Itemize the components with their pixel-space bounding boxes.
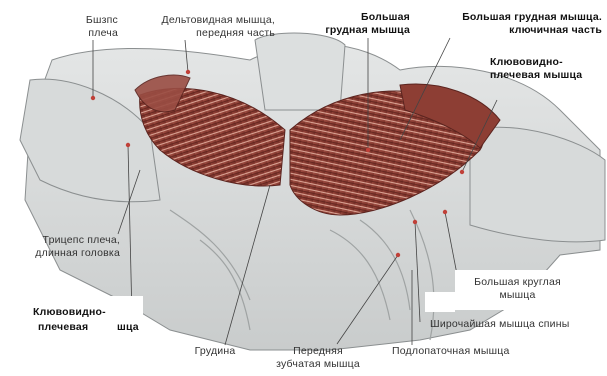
- label-coraco-right-line1: Клювовидно-: [490, 56, 605, 69]
- label-coracobrachialis-left-2: плечевая: [38, 321, 88, 334]
- label-sternum-text: Грудина: [180, 345, 250, 358]
- label-pectoralis-major: Большая грудная мышца: [300, 11, 410, 37]
- label-deltoid-line2: передняя часть: [128, 27, 275, 40]
- label-coracobrachialis-left: Клювовидно-: [33, 306, 106, 319]
- label-pectoralis-clavicular: Большая грудная мышца. ключичная часть: [420, 11, 602, 37]
- label-subscapularis-text: Подлопаточная мышца: [392, 345, 510, 358]
- label-pec-major-line2: грудная мышца: [300, 24, 410, 37]
- label-coraco-left-line2a: плечевая: [38, 321, 88, 334]
- label-teres-major: Большая круглая мышца: [455, 276, 580, 302]
- label-triceps-line1: Трицепс плеча,: [4, 234, 120, 247]
- label-latissimus-dorsi: Широчайшая мышца спины: [430, 318, 570, 331]
- label-latissimus-text: Широчайшая мышца спины: [430, 318, 570, 331]
- label-triceps-long-head: Трицепс плеча, длинная головка: [4, 234, 120, 260]
- label-biceps-line2: плеча: [58, 27, 118, 40]
- label-pec-clav-line2: ключичная часть: [420, 24, 602, 37]
- label-subscapularis: Подлопаточная мышца: [392, 345, 510, 358]
- label-biceps: Бшзпс плеча: [58, 14, 118, 40]
- label-deltoid-anterior: Дельтовидная мышца, передняя часть: [128, 14, 275, 40]
- label-teres-line1: Большая круглая: [455, 276, 580, 289]
- label-coracobrachialis-left-3: шца: [117, 321, 139, 334]
- label-biceps-line1: Бшзпс: [58, 14, 118, 27]
- label-pec-major-line1: Большая: [300, 11, 410, 24]
- label-pec-clav-line1: Большая грудная мышца.: [420, 11, 602, 24]
- label-teres-line2: мышца: [455, 289, 580, 302]
- label-coracobrachialis-right: Клювовидно- плечевая мышца: [490, 56, 605, 82]
- label-coraco-right-line2: плечевая мышца: [490, 69, 605, 82]
- label-serratus-line2: зубчатая мышца: [258, 358, 378, 371]
- label-deltoid-line1: Дельтовидная мышца,: [128, 14, 275, 27]
- label-serratus-anterior: Передняя зубчатая мышца: [258, 345, 378, 371]
- label-serratus-line1: Передняя: [258, 345, 378, 358]
- label-coraco-left-line1: Клювовидно-: [33, 306, 106, 319]
- label-triceps-line2: длинная головка: [4, 247, 120, 260]
- label-coraco-left-line2b: шца: [117, 321, 139, 334]
- label-sternum: Грудина: [180, 345, 250, 358]
